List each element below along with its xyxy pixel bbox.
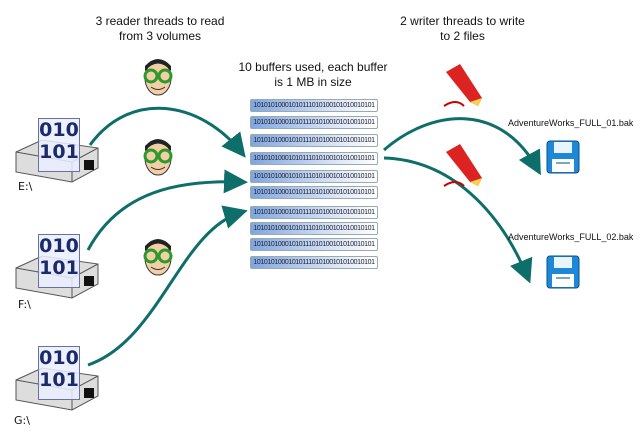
buffer: 10101010001010111010100101010010101: [250, 206, 378, 219]
file-name-2: AdventureWorks_FULL_02.bak: [508, 232, 634, 242]
writers-caption: 2 writer threads to write to 2 files: [400, 14, 525, 43]
reader-thread-icon: [143, 139, 173, 176]
file-name-1: AdventureWorks_FULL_01.bak: [508, 118, 634, 128]
arrow-g-to-buffers: [87, 205, 248, 367]
arrow-buffers-to-file1: [383, 117, 541, 176]
writer-thread-icon: [443, 144, 482, 187]
buffer: 10101010001010111010100101010010101: [250, 186, 378, 199]
buffers-caption: 10 buffers used, each buffer is 1 MB in …: [238, 60, 388, 89]
reader-thread-icon: [143, 59, 173, 96]
buffer: 10101010001010111010100101010010101: [250, 134, 378, 147]
buffer: 10101010001010111010100101010010101: [250, 116, 378, 129]
arrow-f-to-buffers: [86, 169, 248, 251]
reader-thread-icon: [143, 239, 173, 276]
buffer: 10101010001010111010100101010010101: [250, 170, 378, 183]
buffer: 10101010001010111010100101010010101: [250, 99, 378, 112]
floppy-disk-icon: [546, 140, 580, 174]
buffer: 10101010001010111010100101010010101: [250, 222, 378, 235]
arrow-e-to-buffers: [88, 106, 246, 158]
drive-label-g: G:\: [14, 414, 30, 427]
buffer: 10101010001010111010100101010010101: [250, 238, 378, 251]
drive-label-e: E:\: [18, 180, 33, 193]
drive-label-f: F:\: [18, 298, 31, 311]
readers-caption: 3 reader threads to read from 3 volumes: [95, 14, 225, 43]
buffer: 10101010001010111010100101010010101: [250, 152, 378, 165]
writer-thread-icon: [443, 64, 482, 107]
buffer: 10101010001010111010100101010010101: [250, 256, 378, 269]
floppy-disk-icon: [546, 255, 580, 289]
arrow-buffers-to-file2: [383, 156, 533, 284]
